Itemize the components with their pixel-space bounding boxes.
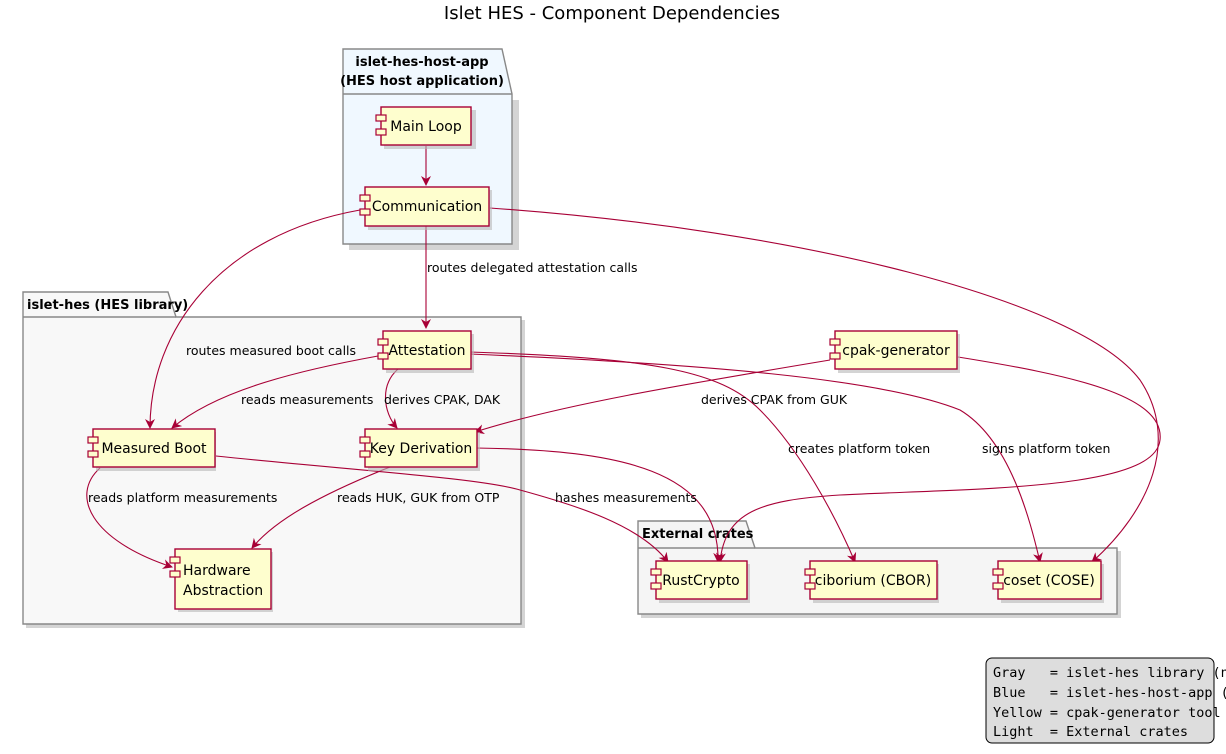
- package-host-app-subtitle: (HES host application): [340, 74, 504, 89]
- legend-line-blue: Blue = islet-hes-host-app (std): [993, 685, 1226, 701]
- component-key-derivation[interactable]: Key Derivation: [359, 428, 480, 471]
- edge-label-hashes-measurements: hashes measurements: [555, 490, 697, 505]
- component-coset-label: coset (COSE): [1003, 573, 1095, 589]
- legend: Gray = islet-hes library (no_std) Blue =…: [985, 657, 1226, 744]
- edge-label-reads-measurements: reads measurements: [241, 392, 373, 407]
- component-attestation[interactable]: Attestation: [377, 330, 474, 373]
- edge-label-reads-platform-measurements: reads platform measurements: [88, 490, 277, 505]
- legend-line-gray: Gray = islet-hes library (no_std): [993, 665, 1226, 681]
- edge-label-routes-delegated: routes delegated attestation calls: [427, 260, 638, 275]
- edge-label-reads-huk-guk: reads HUK, GUK from OTP: [337, 490, 500, 505]
- package-host-app-title: islet-hes-host-app: [355, 55, 488, 70]
- edge-communication-coset: [489, 207, 1159, 563]
- component-main-loop[interactable]: Main Loop: [375, 106, 476, 149]
- component-attestation-label: Attestation: [388, 343, 465, 359]
- legend-line-light: Light = External crates: [993, 724, 1188, 740]
- edge-attestation-measuredboot: [171, 355, 379, 429]
- package-hes-library-title: islet-hes (HES library): [27, 298, 188, 313]
- component-key-derivation-label: Key Derivation: [370, 441, 473, 457]
- edge-attestation-ciborium: [469, 351, 857, 563]
- package-external-crates-title: External crates: [642, 527, 754, 542]
- component-hardware-abstraction[interactable]: Hardware Abstraction: [169, 548, 273, 612]
- component-rustcrypto[interactable]: RustCrypto: [650, 560, 750, 603]
- component-communication-label: Communication: [372, 199, 482, 215]
- package-hes-library: islet-hes (HES library): [22, 291, 525, 628]
- edge-keyderivation-hardware: [251, 466, 391, 549]
- component-rustcrypto-label: RustCrypto: [662, 573, 740, 589]
- edge-label-derives-cpak-from-guk: derives CPAK from GUK: [701, 392, 848, 407]
- edge-cpakgenerator-keyderivation: [474, 359, 831, 435]
- edge-label-signs-platform-token: signs platform token: [982, 441, 1110, 456]
- component-hardware-abstraction-label-2: Abstraction: [183, 583, 263, 599]
- component-cpak-generator[interactable]: cpak-generator: [829, 330, 960, 373]
- edge-cpakgenerator-rustcrypto: [715, 356, 1161, 563]
- component-communication[interactable]: Communication: [359, 186, 492, 230]
- component-measured-boot[interactable]: Measured Boot: [87, 428, 216, 471]
- edge-attestation-keyderivation: [385, 368, 399, 429]
- component-cpak-generator-label: cpak-generator: [842, 343, 950, 359]
- edge-keyderivation-rustcrypto: [475, 447, 724, 563]
- component-ciborium[interactable]: ciborium (CBOR): [804, 560, 939, 603]
- diagram-title: Islet HES - Component Dependencies: [444, 3, 780, 24]
- edge-communication-measuredboot: [145, 209, 361, 429]
- edges: [86, 146, 1161, 569]
- component-ciborium-label: ciborium (CBOR): [815, 573, 931, 589]
- edge-label-creates-platform-token: creates platform token: [788, 441, 930, 456]
- edge-label-derives-cpak-dak: derives CPAK, DAK: [384, 392, 501, 407]
- edge-measuredboot-rustcrypto: [215, 455, 669, 563]
- component-measured-boot-label: Measured Boot: [101, 441, 207, 457]
- component-coset[interactable]: coset (COSE): [992, 560, 1104, 603]
- legend-line-yellow: Yellow = cpak-generator tool: [993, 705, 1221, 721]
- component-main-loop-label: Main Loop: [390, 119, 462, 135]
- edge-label-routes-measured-boot: routes measured boot calls: [186, 343, 356, 358]
- edge-measuredboot-hardware: [86, 467, 173, 569]
- component-hardware-abstraction-label-1: Hardware: [183, 563, 251, 579]
- edge-attestation-coset: [469, 353, 1043, 563]
- edge-labels: routes delegated attestation calls route…: [88, 260, 1110, 505]
